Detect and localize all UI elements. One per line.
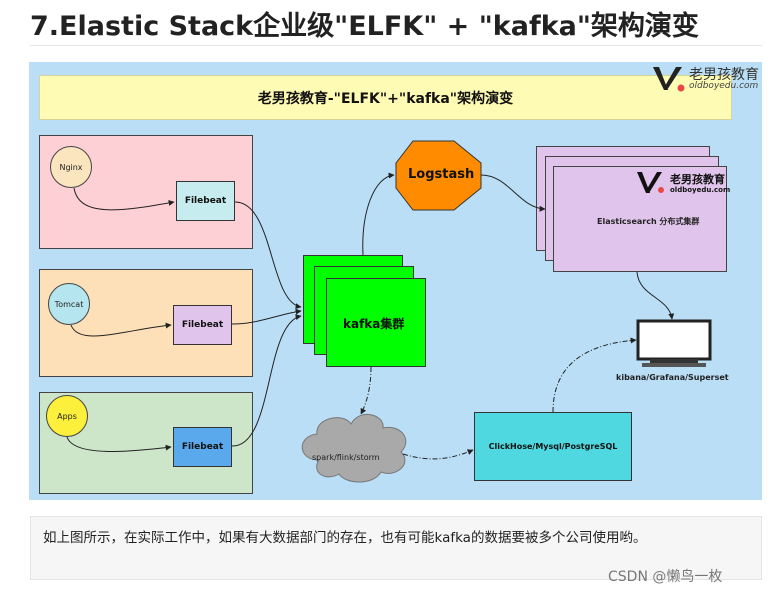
apps-node: Apps — [46, 395, 88, 437]
arrow-apps-filebeat — [66, 436, 172, 452]
filebeat-tomcat: Filebeat — [173, 305, 232, 345]
filebeat-apps: Filebeat — [173, 427, 232, 467]
es-logo-mark-icon — [637, 172, 664, 193]
es-logo-chinese-text: 老男孩教育 — [670, 173, 725, 186]
architecture-diagram: 老男孩教育-"ELFK"+"kafka"架构演变 老男孩教育 oldboyedu… — [29, 62, 762, 500]
storage-box: ClickHose/Mysql/PostgreSQL — [474, 412, 632, 481]
csdn-watermark: CSDN @懒鸟一枚 — [608, 569, 723, 585]
elasticsearch-cluster-label: Elasticsearch 分布式集群 — [597, 217, 700, 226]
filebeat-nginx: Filebeat — [176, 181, 235, 221]
arrow-tomcat-filebeat — [70, 322, 172, 337]
arrow-logstash-es — [480, 174, 546, 212]
diagram-shapes — [66, 140, 712, 483]
arrow-filebeat2-kafka — [231, 308, 302, 325]
arrow-es-monitor — [636, 271, 675, 320]
tomcat-node: Tomcat — [48, 283, 90, 325]
logo-chinese-text: 老男孩教育 — [689, 67, 759, 83]
arrow-nginx-filebeat — [73, 187, 175, 211]
arrow-kafka-cloud — [360, 366, 372, 415]
arrow-cloud-storage — [402, 449, 474, 460]
nginx-node: Nginx — [50, 146, 92, 188]
arrow-filebeat1-kafka — [234, 201, 302, 310]
arrow-storage-monitor — [552, 337, 637, 413]
processing-cloud — [301, 414, 407, 483]
arrow-kafka-logstash — [362, 172, 395, 256]
heading-divider — [30, 45, 762, 46]
oldboy-logo-mark-icon — [653, 67, 685, 92]
logstash-node — [395, 140, 482, 211]
logstash-label: Logstash — [408, 167, 475, 182]
page-heading: 7.Elastic Stack企业级"ELFK" + "kafka"架构演变 — [30, 11, 699, 42]
es-node-front — [553, 166, 727, 272]
arrow-filebeat3-kafka — [231, 314, 302, 447]
oldboy-logo: 老男孩教育 oldboyedu.com — [651, 64, 759, 94]
diagram-banner: 老男孩教育-"ELFK"+"kafka"架构演变 — [39, 75, 732, 120]
kafka-broker-front — [326, 278, 426, 367]
es-logo-domain-text: oldboyedu.com — [670, 186, 731, 194]
processing-cloud-label: spark/flink/storm — [312, 453, 380, 462]
explanation-note: 如上图所示，在实际工作中，如果有大数据部门的存在，也有可能kafka的数据要被多… — [30, 516, 762, 580]
kafka-cluster-label: kafka集群 — [343, 317, 405, 331]
visualization-label: kibana/Grafana/Superset — [616, 373, 729, 382]
logo-domain-text: oldboyedu.com — [689, 81, 759, 91]
monitor-icon — [636, 319, 712, 367]
